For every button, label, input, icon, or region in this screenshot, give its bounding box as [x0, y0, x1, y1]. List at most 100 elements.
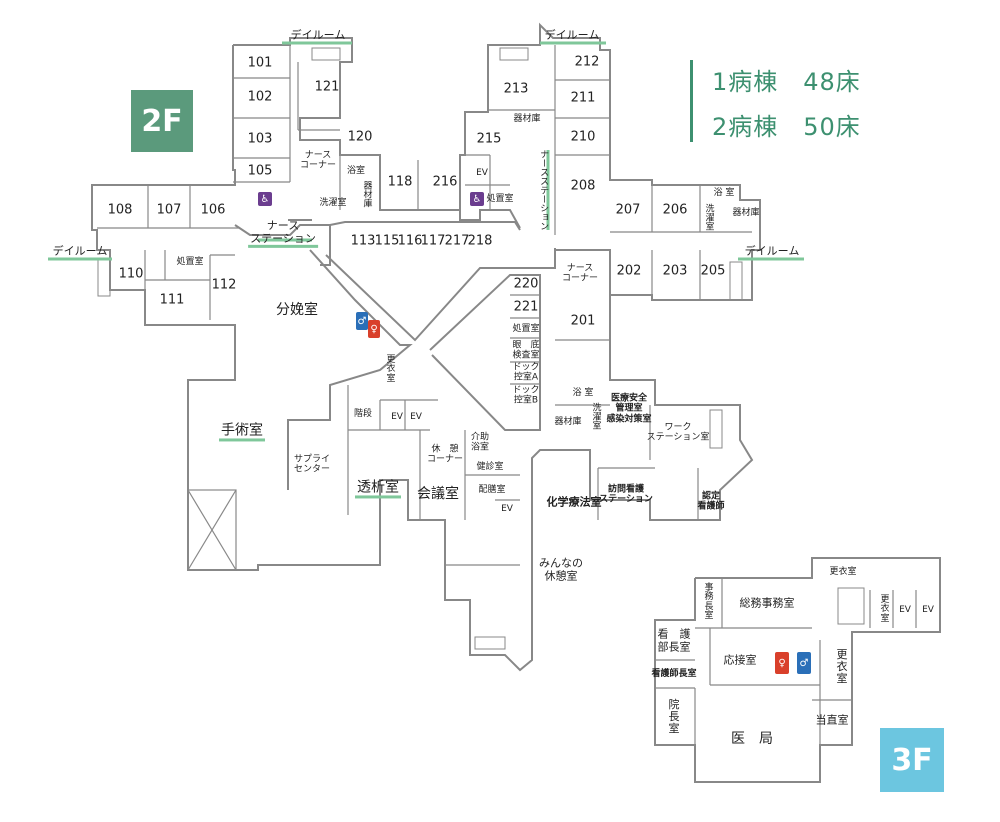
elevator: EV: [899, 604, 911, 615]
room-107: 107: [156, 202, 182, 218]
ward2-bed-count: 2病棟 50床: [712, 113, 861, 141]
room-118: 118: [387, 174, 413, 190]
room-208: 208: [570, 178, 596, 194]
room-215: 215: [476, 131, 502, 147]
general-affairs-office: 総務事務室: [739, 596, 795, 610]
elevator: EV: [410, 411, 422, 422]
changing-room-3f-east: 更衣室: [836, 647, 848, 686]
room-102: 102: [247, 89, 273, 105]
room-101: 101: [247, 55, 273, 71]
delivery-room: 分娩室: [276, 301, 318, 318]
bath-room: 浴 室: [713, 187, 735, 198]
room-120: 120: [347, 129, 373, 145]
laundry-room: 洗濯室: [705, 204, 715, 233]
room-111: 111: [159, 292, 185, 308]
floor-3f-badge: 3F: [880, 728, 944, 792]
nurse-corner: ナースコーナー: [299, 150, 337, 171]
bed-info-divider: [690, 60, 693, 142]
changing-room: 更衣室: [386, 354, 396, 384]
nurse-station-2f: ナースステーション: [248, 219, 318, 249]
room-205: 205: [700, 263, 726, 279]
rest-corner: 休 憩コーナー: [426, 444, 464, 465]
on-call-room: 当直室: [815, 713, 849, 727]
dayroom-label: デイルーム: [544, 28, 600, 42]
room-105: 105: [247, 163, 273, 179]
room-218: 218: [467, 233, 493, 249]
stairs: 階段: [353, 408, 373, 419]
room-203: 203: [662, 263, 688, 279]
safety-infection-room: 医療安全管理室感染対策室: [606, 393, 652, 425]
equipment-storage: 器材庫: [554, 416, 582, 427]
assisted-bath: 介助浴室: [470, 432, 490, 453]
dialysis-room: 透析室: [355, 479, 401, 499]
room-121: 121: [314, 79, 340, 95]
work-station-room: ワークステーション室: [646, 422, 710, 443]
dayroom-label: デイルーム: [52, 244, 108, 258]
room-115: 115: [374, 233, 400, 249]
elevator: EV: [501, 503, 513, 514]
room-117: 117: [420, 233, 446, 249]
director-room: 院長室: [668, 697, 680, 736]
dock-waiting-b: ドック控室B: [512, 385, 540, 406]
room-112: 112: [211, 277, 237, 293]
laundry-room: 洗濯室: [592, 403, 602, 432]
room-206: 206: [662, 202, 688, 218]
room-211: 211: [570, 90, 596, 106]
head-nurse-room: 看護師長室: [651, 668, 697, 679]
treatment-room: 処置室: [486, 193, 514, 204]
fundus-exam-room: 眼 底検査室: [512, 340, 540, 361]
laundry-room: 洗濯室: [319, 197, 347, 208]
equipment-storage: 器材庫: [513, 113, 541, 124]
room-103: 103: [247, 131, 273, 147]
room-217: 217: [444, 233, 470, 249]
common-rest-room: みんなの休憩室: [539, 556, 583, 582]
room-220: 220: [513, 276, 539, 292]
accessible-toilet-icon: ♿: [258, 192, 272, 206]
nurse-station-2f-east: ナースステーション: [538, 149, 549, 231]
accessible-toilet-icon: ♿: [470, 192, 484, 206]
changing-room-3f: 更衣室: [829, 566, 857, 577]
treatment-room: 処置室: [176, 256, 204, 267]
nurse-corner: ナースコーナー: [561, 263, 599, 284]
health-check-room: 健診室: [476, 461, 504, 472]
elevator: EV: [922, 604, 934, 615]
room-210: 210: [570, 129, 596, 145]
room-110: 110: [118, 266, 144, 282]
pantry: 配膳室: [478, 484, 506, 495]
equipment-storage: 器材庫: [363, 181, 373, 210]
female-toilet-icon: ♀: [775, 652, 789, 674]
elevator: EV: [476, 167, 488, 178]
equipment-storage: 器材庫: [732, 207, 760, 218]
dayroom-label: デイルーム: [290, 28, 346, 42]
bath-room: 浴室: [346, 165, 366, 176]
room-113: 113: [350, 233, 376, 249]
office-manager-room: 事務長室: [704, 583, 714, 622]
home-nursing-station: 訪問看護ステーション: [599, 484, 653, 505]
floor-2f-badge: 2F: [131, 90, 193, 152]
female-toilet-icon: ♀: [368, 320, 380, 338]
male-toilet-icon: ♂: [797, 652, 811, 674]
room-106: 106: [200, 202, 226, 218]
reception-room: 応接室: [723, 653, 757, 667]
ward1-bed-count: 1病棟 48床: [712, 68, 861, 96]
chemotherapy-room: 化学療法室: [546, 495, 602, 509]
room-213: 213: [503, 81, 529, 97]
room-212: 212: [574, 54, 600, 70]
room-221: 221: [513, 299, 539, 315]
elevator: EV: [391, 411, 403, 422]
operating-room: 手術室: [219, 422, 265, 442]
room-216: 216: [432, 174, 458, 190]
bath-room: 浴 室: [572, 387, 594, 398]
medical-office: 医 局: [731, 730, 773, 747]
room-207: 207: [615, 202, 641, 218]
male-toilet-icon: ♂: [356, 312, 368, 330]
nursing-director-room: 看 護部長室: [657, 627, 691, 653]
changing-room-3f-small: 更衣室: [880, 594, 890, 624]
supply-center: サプライセンター: [293, 454, 331, 475]
room-116: 116: [397, 233, 423, 249]
room-201: 201: [570, 313, 596, 329]
dock-waiting-a: ドック控室A: [512, 362, 540, 383]
room-108: 108: [107, 202, 133, 218]
